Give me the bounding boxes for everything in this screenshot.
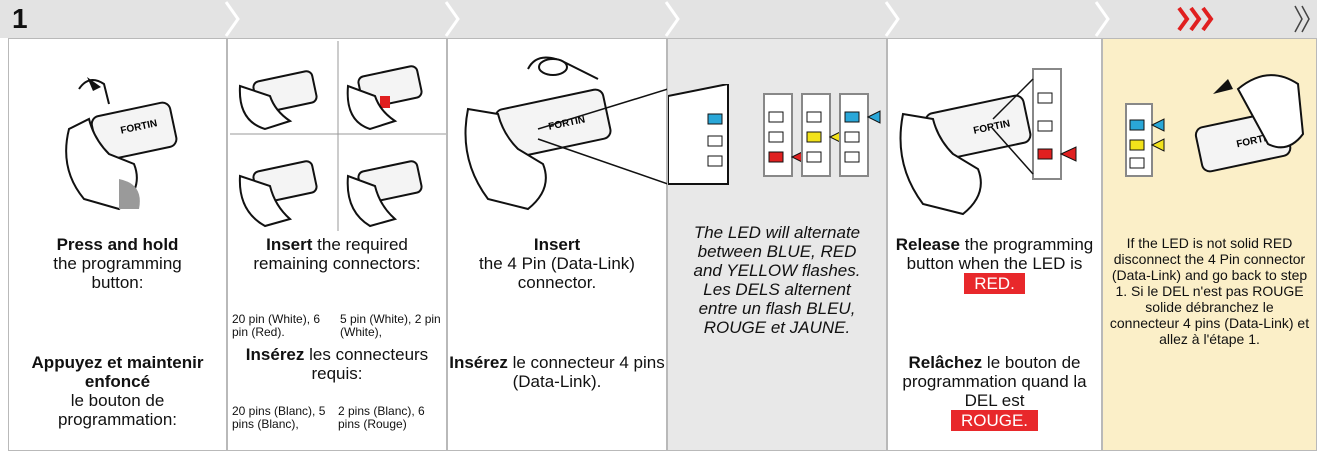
instruction-en-bold: Insert bbox=[266, 235, 313, 254]
step-number: 1 bbox=[12, 3, 28, 34]
step-panel-insert-datalink: FORTIN Insert the 4 Pin (Data-Link) conn… bbox=[447, 38, 668, 451]
instruction-en: Release the programming button when the … bbox=[888, 235, 1101, 294]
step-panel-release: FORTIN Release the programming button wh… bbox=[887, 38, 1102, 451]
connector-list-fr-left: 20 pins (Blanc), 5 pins (Blanc), bbox=[232, 404, 326, 431]
instruction-en: Insert the 4 Pin (Data-Link) connector. bbox=[448, 235, 666, 292]
chevron-right-icon bbox=[664, 1, 680, 37]
connector-list-en-left: 20 pin (White), 6 pin (Red). bbox=[232, 312, 321, 339]
chevron-right-icon bbox=[1094, 1, 1110, 37]
instruction-en-rest: the programming button when the LED is bbox=[906, 235, 1094, 273]
instruction-en: Press and hold the programming button: bbox=[9, 235, 226, 292]
chevron-right-icon bbox=[224, 1, 240, 37]
hand-releasing-button-icon: FORTIN bbox=[899, 68, 1077, 216]
instruction-fr: Insérez le connecteur 4 pins (Data-Link)… bbox=[448, 353, 666, 391]
instruction-en-bold: Release bbox=[895, 235, 961, 254]
instruction-fr: Insérez les connecteurs requis: bbox=[228, 345, 446, 383]
troubleshoot-text: If the LED is not solid RED disconnect t… bbox=[1109, 235, 1310, 347]
hand-holding-module-icon: FORTIN bbox=[65, 77, 178, 211]
instruction-en-rest: the required remaining connectors: bbox=[253, 235, 421, 273]
instruction-fr-bold: Appuyez et maintenir enfoncé bbox=[31, 353, 204, 391]
step-bar: 1 bbox=[0, 0, 1317, 38]
step-panel-press-hold: FORTIN Press and hold the programming bu… bbox=[8, 38, 227, 451]
double-chevron-icon bbox=[1294, 5, 1310, 33]
connector-list-fr-right: 2 pins (Blanc), 6 pins (Rouge) bbox=[338, 404, 425, 431]
instruction-fr: Relâchez le bouton de programmation quan… bbox=[888, 353, 1101, 431]
chevron-right-icon bbox=[444, 1, 460, 37]
instruction-fr-rest: le bouton de programmation quand la DEL … bbox=[902, 353, 1087, 410]
hand-disconnecting-icon: FORTIN bbox=[1125, 74, 1305, 177]
hand-inserting-connector-icon: FORTIN bbox=[464, 56, 668, 211]
triple-chevron-alert-icon bbox=[1177, 6, 1214, 32]
instruction-fr-bold: Insérez bbox=[245, 345, 305, 364]
led-red-tag: RED. bbox=[964, 273, 1025, 294]
led-rouge-tag: ROUGE. bbox=[950, 410, 1039, 431]
instruction-en-bold: Press and hold bbox=[56, 235, 179, 254]
instruction-en-rest: the programming button: bbox=[53, 254, 182, 292]
instruction-en-rest: the 4 Pin (Data-Link) connector. bbox=[479, 254, 635, 292]
instruction-en: Insert the required remaining connectors… bbox=[228, 235, 446, 273]
chevron-right-icon bbox=[884, 1, 900, 37]
instruction-fr: Appuyez et maintenir enfoncé le bouton d… bbox=[9, 353, 226, 429]
instruction-fr-bold: Relâchez bbox=[908, 353, 983, 372]
led-description: The LED will alternate between BLUE, RED… bbox=[693, 223, 861, 337]
connector-list-en-right: 5 pin (White), 2 pin (White), bbox=[340, 312, 441, 339]
step-panel-troubleshoot: FORTIN If the LED is not solid RED disco… bbox=[1102, 38, 1317, 451]
instruction-en-bold: Insert bbox=[533, 235, 581, 254]
step-panel-insert-connectors: Insert the required remaining connectors… bbox=[227, 38, 447, 451]
led-connector-icon bbox=[668, 84, 881, 185]
instruction-fr-rest: le connecteur 4 pins (Data-Link). bbox=[507, 353, 665, 391]
step-panel-led-alternate: The LED will alternate between BLUE, RED… bbox=[667, 38, 887, 451]
instruction-fr-rest: les connecteurs requis: bbox=[304, 345, 429, 383]
instruction-fr-bold: Insérez bbox=[449, 353, 508, 372]
connector-grid-icon bbox=[230, 41, 446, 231]
instruction-fr-rest: le bouton de programmation: bbox=[57, 391, 178, 429]
